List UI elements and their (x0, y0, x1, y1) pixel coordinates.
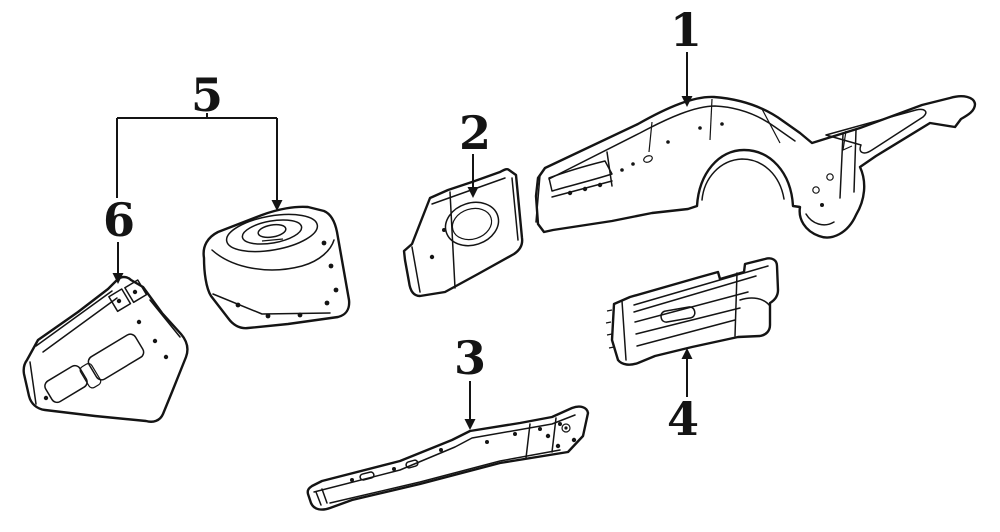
part-side-member[interactable] (605, 257, 780, 366)
part-frame-side-rail[interactable] (534, 95, 977, 239)
callout-6[interactable]: 6 (102, 193, 136, 247)
leader-arrow-5 (271, 200, 283, 211)
leader-arrow-1 (681, 96, 693, 107)
part-apron-panel[interactable] (22, 275, 189, 423)
callout-5[interactable]: 5 (190, 68, 224, 122)
callout-1[interactable]: 1 (669, 3, 703, 57)
leader-lines (112, 52, 693, 430)
callout-4[interactable]: 4 (666, 392, 700, 446)
part-inner-panel[interactable] (402, 167, 524, 298)
part-lower-rail[interactable] (306, 405, 590, 511)
leader-arrow-6 (112, 273, 124, 284)
leader-arrow-3 (464, 419, 476, 430)
leader-arrow-4 (681, 348, 693, 359)
leader-bracket-5 (116, 113, 278, 201)
callout-3[interactable]: 3 (453, 331, 487, 385)
part-wheelhouse[interactable] (202, 205, 351, 330)
leader-arrow-2 (467, 187, 479, 198)
callout-2[interactable]: 2 (458, 106, 492, 160)
